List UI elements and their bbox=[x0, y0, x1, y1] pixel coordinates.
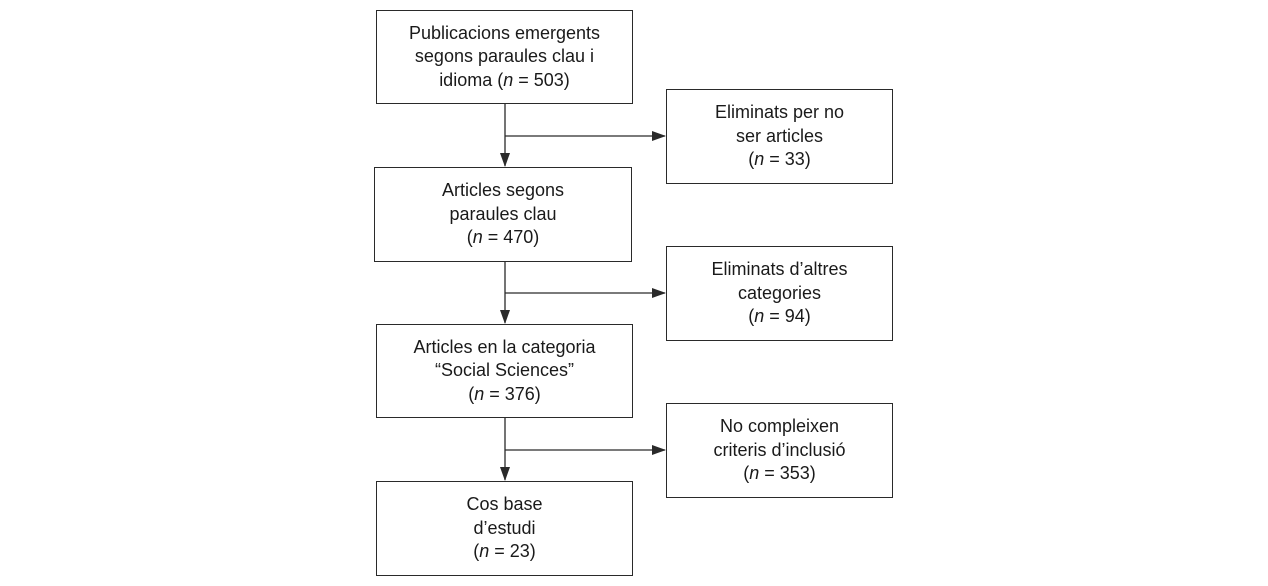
count-value: 376 bbox=[504, 383, 535, 404]
equals-sign: = bbox=[484, 383, 505, 404]
n-symbol: n bbox=[472, 227, 483, 248]
count-line: (n = 470) bbox=[466, 227, 540, 248]
count-line: (n = 353) bbox=[743, 463, 816, 484]
equals-sign: = bbox=[489, 541, 510, 562]
equals-sign: = bbox=[764, 306, 785, 327]
box-line: segons paraules clau i bbox=[414, 46, 595, 67]
box-line: ser articles bbox=[735, 125, 824, 146]
n-symbol: n bbox=[754, 306, 765, 327]
box-line-with-count: idioma (n = 503) bbox=[439, 69, 570, 90]
n-symbol: n bbox=[503, 69, 514, 90]
equals-sign: = bbox=[482, 227, 504, 248]
box-line: Eliminats d’altres bbox=[711, 259, 848, 280]
count-line: (n = 94) bbox=[748, 306, 811, 327]
box-line: Publicacions emergents bbox=[408, 22, 601, 43]
count-line: (n = 33) bbox=[748, 149, 811, 170]
count-value: 33 bbox=[784, 149, 805, 170]
box-line: Eliminats per no bbox=[714, 102, 845, 123]
count-value: 353 bbox=[779, 463, 810, 484]
count-line: (n = 376) bbox=[468, 383, 541, 404]
box-excluded-not-articles: Eliminats per no ser articles (n = 33) bbox=[666, 89, 893, 184]
box-line: criteris d’inclusió bbox=[713, 439, 846, 460]
box-line: Articles en la categoria bbox=[413, 336, 596, 357]
box-excluded-other-categories: Eliminats d’altres categories (n = 94) bbox=[666, 246, 893, 341]
box-line: No compleixen bbox=[719, 416, 840, 437]
n-symbol: n bbox=[749, 463, 760, 484]
count-value: 470 bbox=[503, 227, 534, 248]
box-excluded-inclusion-criteria: No compleixen criteris d’inclusió (n = 3… bbox=[666, 403, 893, 498]
equals-sign: = bbox=[513, 69, 534, 90]
n-symbol: n bbox=[479, 541, 490, 562]
box-line: “Social Sciences” bbox=[434, 360, 575, 381]
equals-sign: = bbox=[764, 149, 785, 170]
box-line: Articles segons bbox=[441, 180, 565, 201]
box-line: paraules clau bbox=[449, 203, 557, 224]
box-publications: Publicacions emergents segons paraules c… bbox=[376, 10, 633, 104]
equals-sign: = bbox=[759, 463, 780, 484]
box-articles-keywords: Articles segons paraules clau (n = 470) bbox=[374, 167, 632, 262]
box-study-base: Cos base d’estudi (n = 23) bbox=[376, 481, 633, 576]
count-value: 503 bbox=[533, 69, 564, 90]
box-articles-social-sciences: Articles en la categoria “Social Science… bbox=[376, 324, 633, 418]
box-line: d’estudi bbox=[473, 517, 536, 538]
box-line: categories bbox=[737, 282, 822, 303]
n-symbol: n bbox=[754, 149, 765, 170]
count-value: 23 bbox=[509, 541, 530, 562]
count-line: (n = 23) bbox=[473, 541, 536, 562]
count-value: 94 bbox=[784, 306, 805, 327]
n-symbol: n bbox=[474, 383, 485, 404]
box-line: Cos base bbox=[466, 494, 543, 515]
box-line: idioma bbox=[439, 69, 493, 90]
